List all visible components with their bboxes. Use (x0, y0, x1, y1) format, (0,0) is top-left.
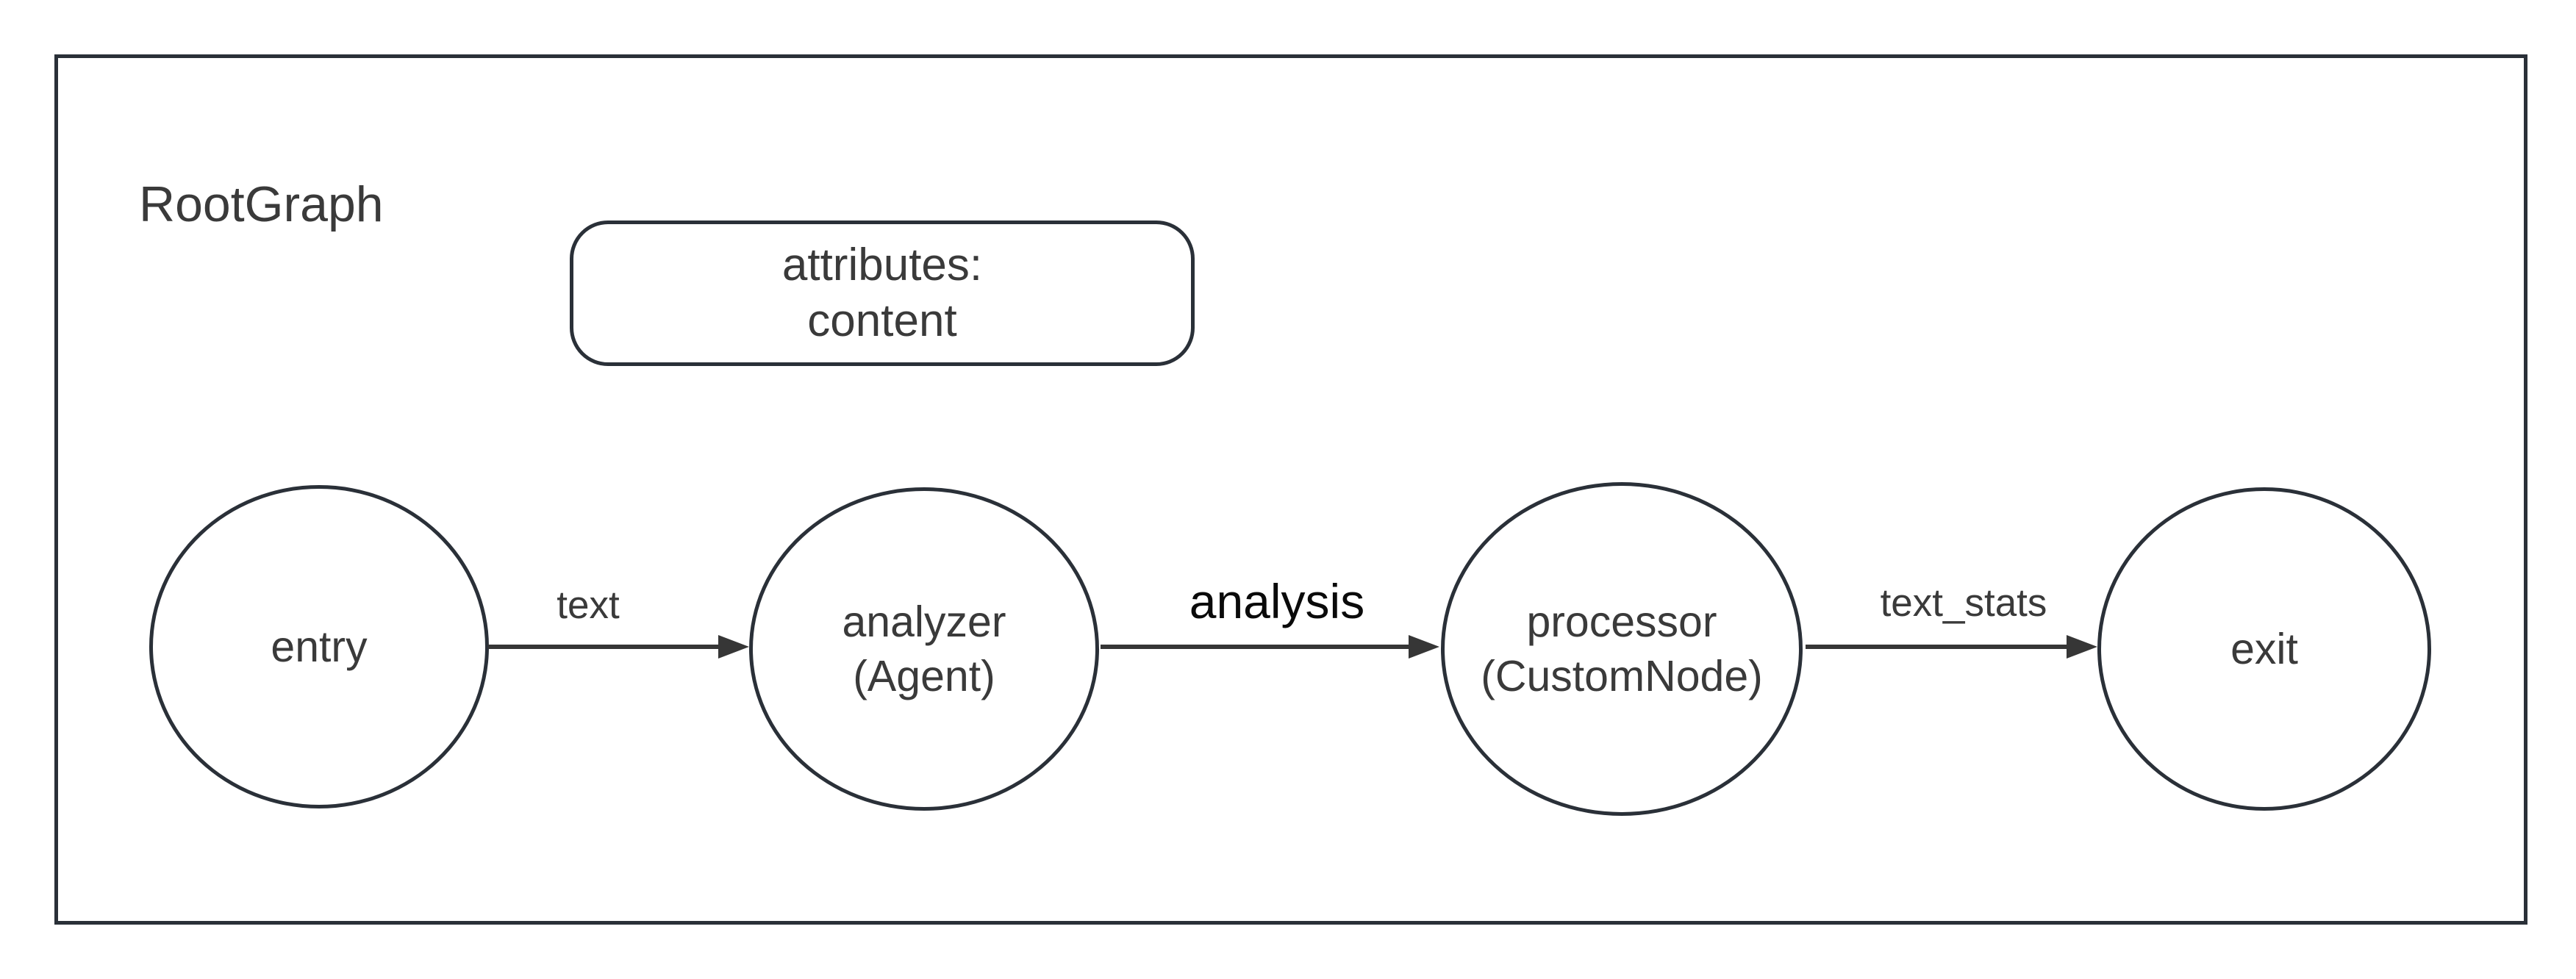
node-analyzer: analyzer (Agent) (749, 487, 1099, 811)
arrowhead-icon (2067, 635, 2097, 659)
edge-analyzer-processor-line (1101, 645, 1410, 649)
node-entry: entry (149, 485, 489, 808)
arrowhead-icon (718, 635, 749, 659)
edge-processor-exit-line (1806, 645, 2068, 649)
node-label: analyzer (842, 598, 1006, 646)
edge-entry-analyzer-label: text (557, 584, 620, 627)
node-sublabel: (Agent) (853, 652, 995, 700)
edge-analyzer-processor-label: analysis (1189, 574, 1365, 628)
node-label: exit (2230, 625, 2298, 673)
node-processor: processor (CustomNode) (1441, 482, 1803, 816)
node-label: processor (1526, 598, 1717, 646)
attributes-node-value: content (807, 295, 957, 346)
node-label: entry (271, 623, 368, 671)
node-exit: exit (2097, 487, 2431, 811)
node-sublabel: (CustomNode) (1481, 652, 1763, 700)
attributes-node: attributes: content (570, 220, 1195, 366)
attributes-node-title: attributes: (781, 240, 983, 290)
edge-processor-exit-label: text_stats (1880, 581, 2047, 625)
arrowhead-icon (1409, 635, 1439, 659)
rootgraph-container: RootGraph (54, 54, 2527, 925)
edge-entry-analyzer-line (488, 645, 720, 649)
rootgraph-title: RootGraph (139, 176, 384, 232)
